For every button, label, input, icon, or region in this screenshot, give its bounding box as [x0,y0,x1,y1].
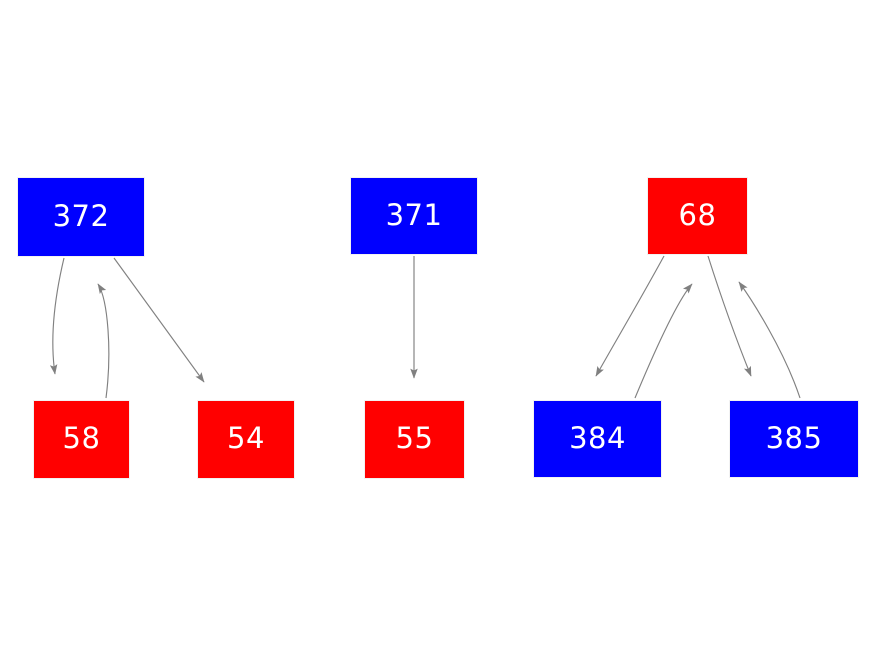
node-label-384: 384 [569,420,626,455]
edge-372-to-54 [113,257,205,383]
node-label-68: 68 [678,197,717,232]
node-label-385: 385 [765,420,823,455]
graph-node-68[interactable]: 68 [647,177,748,255]
graph-node-54[interactable]: 54 [197,400,295,479]
edge-68-to-385 [707,255,752,377]
edge-58-to-372 [97,283,110,399]
node-label-55: 55 [395,421,434,455]
edge-384-to-68 [634,283,693,399]
graph-node-385[interactable]: 385 [729,400,859,478]
node-label-372: 372 [52,198,110,233]
graph-node-371[interactable]: 371 [350,177,478,255]
graph-node-372[interactable]: 372 [17,177,145,257]
graph-node-384[interactable]: 384 [533,400,662,478]
edge-68-to-384 [595,255,665,377]
edge-372-to-58 [49,257,65,375]
node-label-58: 58 [62,421,101,455]
node-label-371: 371 [385,197,443,232]
graph-node-58[interactable]: 58 [33,400,130,479]
edge-385-to-68 [738,281,801,399]
node-label-54: 54 [227,421,265,455]
graph-node-55[interactable]: 55 [364,400,465,479]
